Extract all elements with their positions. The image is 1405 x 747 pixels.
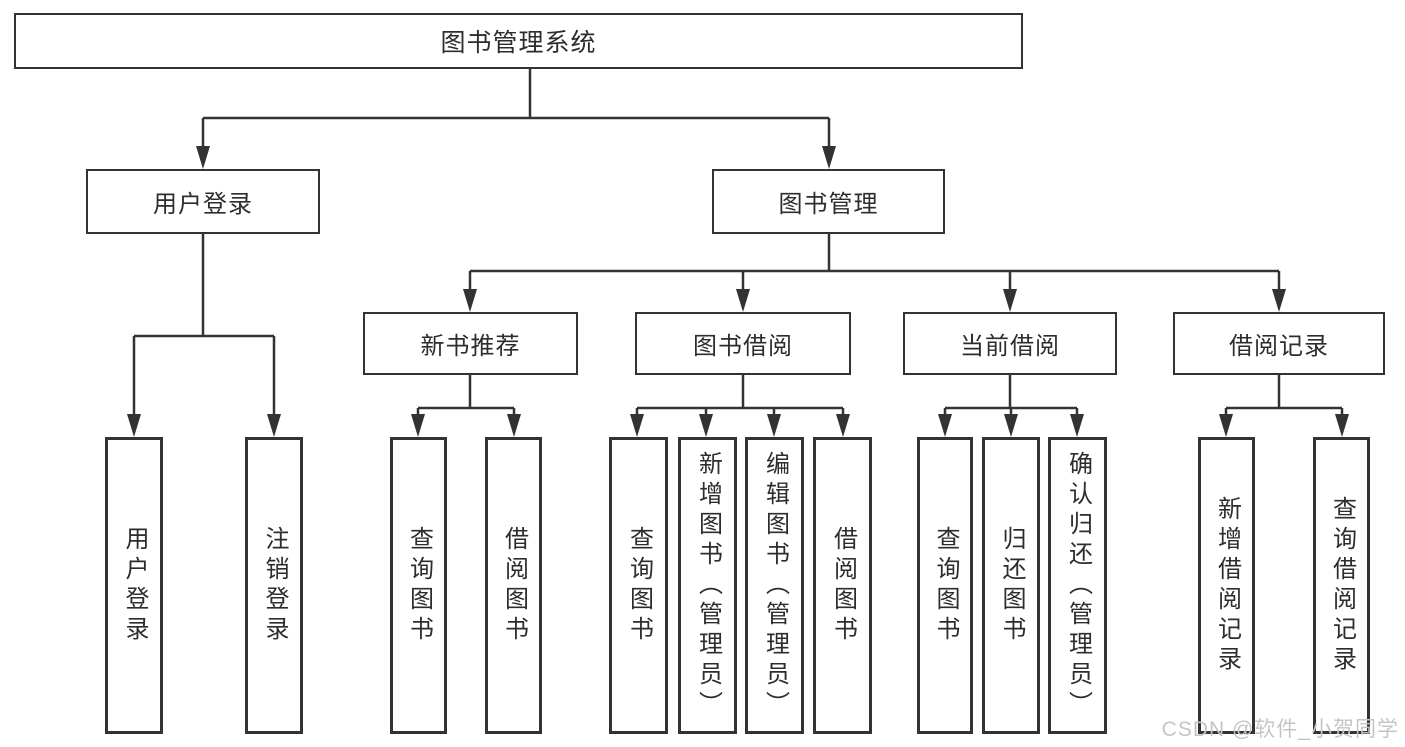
node-current-borrow-label: 当前借阅 [960, 333, 1060, 360]
node-borrow-records: 借阅记录 [1173, 312, 1385, 375]
csdn-watermark: CSDN @软件_小贺同学 [1161, 718, 1399, 741]
node-new-book-recommend: 新书推荐 [363, 312, 578, 375]
node-leaf-edit-books-admin-label: 编辑图书（管理员） [761, 450, 789, 721]
node-book-management-label: 图书管理 [778, 191, 879, 218]
node-leaf-add-books-admin: 新增图书（管理员） [678, 437, 737, 734]
node-leaf-add-books-admin-label: 新增图书（管理员） [694, 450, 722, 721]
node-leaf-add-borrow-record-label: 新增借阅记录 [1213, 495, 1241, 676]
node-current-borrow: 当前借阅 [903, 312, 1117, 375]
node-leaf-borrow-borrow-books-label: 借阅图书 [829, 525, 857, 646]
node-leaf-borrow-borrow-books: 借阅图书 [813, 437, 872, 734]
node-leaf-current-query-books: 查询图书 [917, 437, 973, 734]
node-leaf-return-books-label: 归还图书 [998, 525, 1025, 646]
connector-arrowheads [127, 146, 1349, 437]
node-user-login: 用户登录 [86, 169, 320, 234]
node-leaf-current-query-books-label: 查询图书 [932, 525, 959, 646]
node-leaf-return-books: 归还图书 [982, 437, 1040, 734]
node-leaf-recommend-borrow-books-label: 借阅图书 [500, 525, 528, 646]
node-leaf-confirm-return-admin-label: 确认归还（管理员） [1064, 450, 1092, 721]
node-leaf-borrow-query-books-label: 查询图书 [625, 525, 653, 646]
node-borrow-records-label: 借阅记录 [1229, 333, 1329, 360]
node-library-system-label: 图书管理系统 [440, 29, 597, 57]
node-leaf-borrow-query-books: 查询图书 [609, 437, 668, 734]
node-book-borrow: 图书借阅 [635, 312, 851, 375]
node-leaf-recommend-query-books-label: 查询图书 [405, 525, 433, 646]
node-user-login-label: 用户登录 [153, 191, 253, 218]
connector-shafts [132, 69, 1344, 432]
node-leaf-add-borrow-record: 新增借阅记录 [1198, 437, 1255, 734]
node-leaf-logout: 注销登录 [245, 437, 303, 734]
node-library-system: 图书管理系统 [14, 13, 1023, 69]
node-leaf-logout-label: 注销登录 [261, 525, 288, 646]
node-leaf-user-login: 用户登录 [105, 437, 163, 734]
node-leaf-query-borrow-record: 查询借阅记录 [1313, 437, 1370, 734]
node-book-borrow-label: 图书借阅 [693, 333, 793, 360]
node-book-management: 图书管理 [712, 169, 945, 234]
node-leaf-edit-books-admin: 编辑图书（管理员） [745, 437, 804, 734]
node-leaf-recommend-query-books: 查询图书 [390, 437, 447, 734]
node-leaf-user-login-label: 用户登录 [121, 525, 148, 646]
node-leaf-recommend-borrow-books: 借阅图书 [485, 437, 542, 734]
node-leaf-confirm-return-admin: 确认归还（管理员） [1048, 437, 1107, 734]
node-new-book-recommend-label: 新书推荐 [420, 333, 521, 360]
node-leaf-query-borrow-record-label: 查询借阅记录 [1328, 495, 1356, 676]
